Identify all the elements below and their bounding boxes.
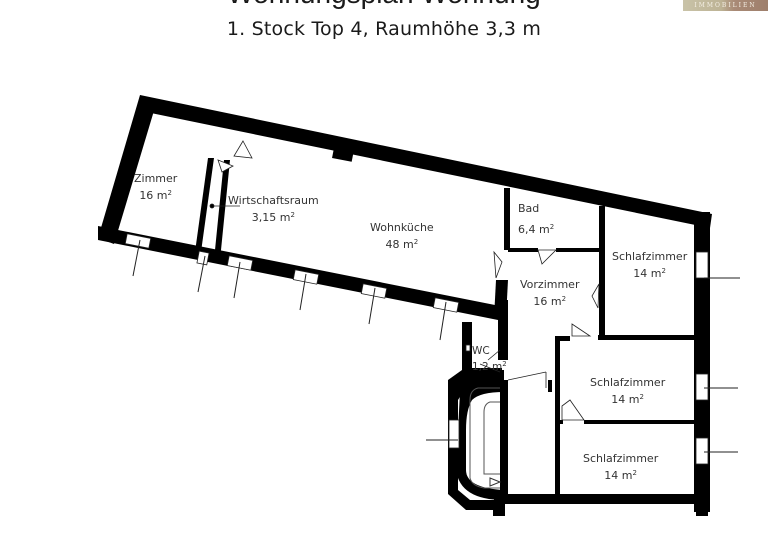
- wall-bottom: [494, 494, 708, 504]
- staircase: [469, 387, 502, 489]
- wall-pillar: [332, 146, 354, 162]
- door: [233, 140, 253, 159]
- room-area: 1,2 m2: [472, 360, 507, 374]
- wall-right: [694, 212, 710, 512]
- room-area: 16 m2: [139, 189, 172, 202]
- wall-sz2-bottom: [555, 420, 563, 424]
- wall-sz3-top: [584, 420, 698, 424]
- room-name: Schlafzimmer: [583, 452, 659, 465]
- room-vorzimmer: Vorzimmer 16 m2: [520, 276, 579, 310]
- wall-top: [140, 95, 712, 228]
- room-area: 14 m2: [633, 267, 666, 280]
- room-name: Vorzimmer: [520, 278, 580, 291]
- room-area: 16 m2: [533, 295, 567, 308]
- door: [217, 159, 234, 173]
- wall-sz1-bottom: [598, 335, 698, 340]
- room-schlafzimmer-3: Schlafzimmer 14 m2: [583, 450, 658, 484]
- plan-title-cropped: Wohnungsplan Wohnung: [0, 0, 768, 10]
- room-schlafzimmer-2: Schlafzimmer 14 m2: [590, 374, 665, 408]
- room-area: 14 m2: [604, 469, 637, 482]
- door-lines: [209, 203, 547, 388]
- door: [571, 323, 592, 337]
- wall-wr-right: [214, 160, 230, 260]
- room-wirtschaftsraum: Wirtschaftsraum 3,15 m2: [228, 192, 319, 226]
- wall-sz2-top: [556, 336, 570, 341]
- outer-walls: [98, 95, 712, 516]
- room-name: Wohnküche: [370, 221, 434, 234]
- window: [695, 251, 709, 279]
- window: [695, 373, 709, 401]
- wall-bottom-stub: [493, 504, 505, 516]
- window: [124, 233, 152, 249]
- room-name: Bad: [518, 202, 540, 215]
- window: [465, 344, 471, 352]
- window: [448, 419, 460, 449]
- wall-wr-left: [195, 158, 214, 252]
- wall-wc-right: [498, 300, 508, 360]
- wall-corridor-post: [500, 380, 508, 500]
- room-wohnkueche: Wohnküche 48 m2: [370, 219, 434, 253]
- room-name: Zimmer: [134, 172, 178, 185]
- wall-wc-bottom: [462, 368, 502, 374]
- room-area: 48 m2: [385, 238, 419, 251]
- door: [493, 250, 503, 279]
- room-schlafzimmer-1: Schlafzimmer 14 m2: [612, 248, 687, 282]
- wall-bad-bottom-b: [556, 248, 602, 252]
- room-bad: Bad 6,4 m2: [518, 200, 554, 238]
- room-wc: WC 1,2 m2: [472, 343, 507, 375]
- room-area: 6,4 m2: [518, 223, 555, 236]
- room-name: WC: [472, 345, 490, 357]
- wall-sz2-left: [555, 336, 560, 498]
- room-area: 3,15 m2: [251, 211, 295, 224]
- window: [695, 437, 709, 465]
- window: [196, 250, 210, 266]
- room-name: Wirtschaftsraum: [228, 194, 319, 207]
- door: [561, 399, 585, 421]
- wall-bad-bottom-a: [508, 248, 538, 252]
- room-area: 14 m2: [611, 393, 644, 406]
- room-zimmer: Zimmer 16 m2: [134, 170, 177, 204]
- door: [591, 283, 600, 309]
- room-name: Schlafzimmer: [612, 250, 688, 263]
- wall-bad-left: [504, 188, 510, 250]
- wall-right-stub: [696, 504, 708, 516]
- wall-bay-curve: [456, 380, 504, 500]
- door-swings: [217, 140, 600, 421]
- room-name: Schlafzimmer: [590, 376, 666, 389]
- wall-bad-right: [599, 206, 605, 336]
- door: [537, 249, 557, 265]
- window-lines: [132, 239, 740, 453]
- wall-left: [98, 95, 156, 244]
- wall-bay: [448, 370, 504, 510]
- brand-logo: IMMOBILIEN: [683, 0, 768, 11]
- wall-stub: [548, 380, 552, 392]
- plan-subtitle: 1. Stock Top 4, Raumhöhe 3,3 m: [226, 18, 542, 40]
